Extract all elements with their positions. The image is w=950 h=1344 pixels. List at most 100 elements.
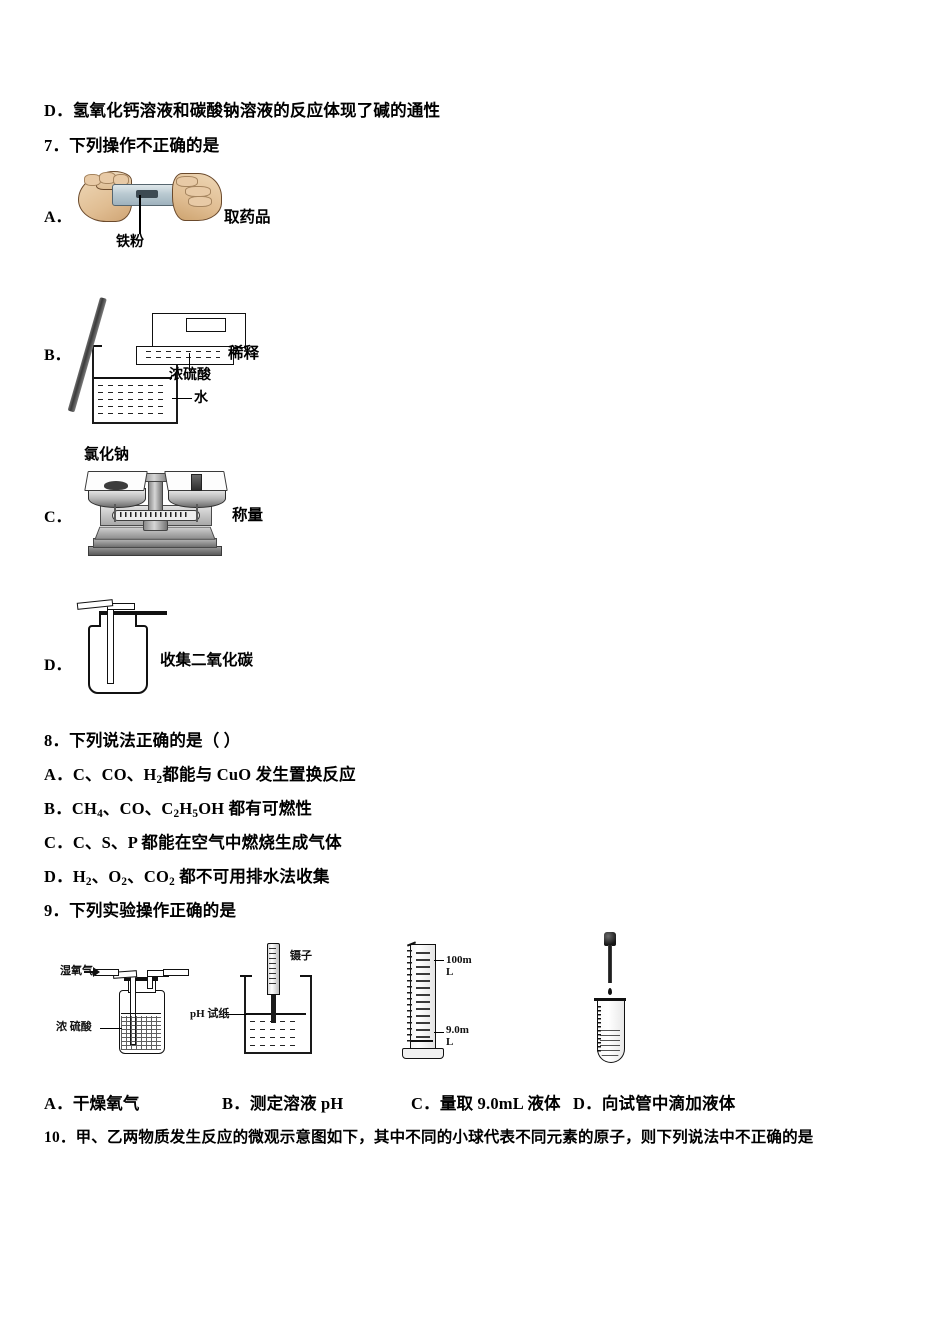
q7-option-d-letter: D． bbox=[44, 657, 72, 674]
water-leader-line bbox=[172, 398, 192, 400]
washing-bottle-liquid bbox=[121, 1016, 161, 1050]
q9-option-a: A．干燥氧气 bbox=[44, 1094, 140, 1114]
water-dash-4 bbox=[98, 406, 164, 407]
q7-option-c-letter: C． bbox=[44, 509, 72, 526]
q9-option-b-letter: B． bbox=[222, 1094, 250, 1113]
acid-stream-dash-2 bbox=[146, 357, 220, 358]
washing-bottle-outlet-horizontal bbox=[163, 969, 189, 976]
graduated-cylinder-scale-marks bbox=[416, 952, 430, 1040]
q7-option-c-caption: 称量 bbox=[232, 507, 264, 524]
tweezers-grip-ticks bbox=[269, 948, 276, 986]
ph-test-paper-label: pH 试纸 bbox=[190, 1008, 230, 1020]
water-dash-1 bbox=[98, 385, 164, 386]
q10-stem: 10．甲、乙两物质发生反应的微观示意图如下，其中不同的小球代表不同元素的原子，则… bbox=[44, 1129, 814, 1146]
cylinder-volume-label: 9.0m L bbox=[446, 1024, 469, 1049]
q7-option-a-caption: 取药品 bbox=[224, 209, 271, 226]
test-tube-rim bbox=[594, 998, 626, 1001]
ph-beaker-liquid-surface bbox=[246, 1013, 306, 1015]
q8-option-a-text: C、CO、H2都能与 CuO 发生置换反应 bbox=[72, 765, 356, 787]
ph-beaker-spout bbox=[300, 975, 312, 977]
cylinder-9ml-leader bbox=[434, 1032, 444, 1034]
q9-option-d-text: 向试管中滴加液体 bbox=[601, 1094, 736, 1113]
balance-pan-rod-left bbox=[114, 504, 116, 522]
gas-inlet-arrow-head bbox=[93, 967, 100, 977]
test-tube-graduation-ticks bbox=[597, 1006, 601, 1054]
iron-powder-label: 铁粉 bbox=[116, 235, 144, 250]
washing-bottle-outlet-vertical bbox=[147, 975, 153, 989]
water-surface-line bbox=[94, 377, 172, 379]
q8-option-d-letter: D． bbox=[44, 867, 73, 886]
graduated-cylinder-liquid-level bbox=[411, 1040, 433, 1042]
gas-inlet-arrow-shaft bbox=[84, 971, 96, 973]
q9-option-c-text: 量取 9.0mL 液体 bbox=[439, 1094, 561, 1113]
test-tube-liquid bbox=[600, 1030, 620, 1060]
liquid-drop bbox=[608, 988, 612, 995]
right-finger-3 bbox=[188, 196, 212, 207]
ph-liquid-dash-3 bbox=[250, 1037, 300, 1038]
q8-option-c-letter: C． bbox=[44, 833, 73, 852]
q9-option-d-letter: D． bbox=[573, 1094, 602, 1113]
beaker-rim-left bbox=[88, 345, 102, 347]
concentrated-sulfuric-acid-label: 浓硫酸 bbox=[169, 368, 211, 383]
sulfuric-acid-leader-line bbox=[100, 1028, 122, 1030]
ph-liquid-dash-4 bbox=[250, 1045, 300, 1046]
gas-collection-bottle bbox=[88, 625, 148, 694]
balance-scale-ticks bbox=[120, 512, 190, 517]
balance-pan-rod-right bbox=[196, 504, 198, 522]
graduated-cylinder-left-ticks bbox=[407, 950, 412, 1046]
water-dash-2 bbox=[98, 392, 164, 393]
dropper-rubber-bulb bbox=[604, 932, 616, 946]
ph-beaker-rim-left bbox=[240, 975, 252, 977]
q9-option-b-text: 测定溶液 pH bbox=[249, 1094, 344, 1113]
water-dash-5 bbox=[98, 413, 164, 414]
q7-option-a-letter: A． bbox=[44, 209, 72, 226]
balance-pan-left bbox=[88, 488, 146, 508]
q9-option-a-letter: A． bbox=[44, 1094, 73, 1113]
acid-bottle-label-panel bbox=[186, 318, 226, 332]
q9-option-c-letter: C． bbox=[411, 1094, 440, 1113]
q6-option-d: D．氢氧化钙溶液和碳酸钠溶液的反应体现了碱的通性 bbox=[44, 101, 441, 120]
ph-test-strip bbox=[271, 990, 276, 1023]
q8-option-d-text: H2、O2、CO2 都不可用排水法收集 bbox=[72, 867, 330, 889]
acid-bottle-neck bbox=[136, 346, 234, 365]
q8-option-c-text: C、S、P 都能在空气中燃烧生成气体 bbox=[72, 833, 342, 852]
q7-option-d-caption: 收集二氧化碳 bbox=[160, 652, 254, 669]
q8-option-b-text: CH4、CO、C2H5OH 都有可燃性 bbox=[71, 799, 313, 821]
iron-powder-in-tube bbox=[136, 190, 158, 198]
bottle-mouth-plate bbox=[99, 611, 167, 615]
q8-option-b-letter: B． bbox=[44, 799, 72, 818]
iron-powder-leader-line bbox=[139, 195, 141, 234]
q8-option-c: C．C、S、P 都能在空气中燃烧生成气体 bbox=[44, 833, 342, 853]
q9-option-d: D．向试管中滴加液体 bbox=[573, 1094, 735, 1114]
graduated-cylinder-foot bbox=[402, 1048, 444, 1059]
cylinder-100ml-leader bbox=[434, 960, 444, 962]
acid-stream-dash-1 bbox=[146, 351, 220, 352]
cylinder-capacity-label: 100m L bbox=[446, 954, 472, 979]
q9-option-b: B．测定溶液 pH bbox=[222, 1094, 343, 1114]
q8-option-b: B．CH4、CO、C2H5OH 都有可燃性 bbox=[44, 799, 312, 822]
water-label: 水 bbox=[194, 391, 208, 406]
delivery-tube-vertical bbox=[107, 607, 114, 684]
ph-strip-leader-line bbox=[225, 1014, 247, 1016]
sodium-chloride-pile bbox=[104, 481, 128, 490]
concentrated-acid-label-q9: 浓 硫酸 bbox=[56, 1021, 92, 1033]
q8-option-d: D．H2、O2、CO2 都不可用排水法收集 bbox=[44, 867, 330, 890]
water-dash-3 bbox=[98, 399, 164, 400]
acid-leader-line bbox=[189, 353, 191, 371]
tweezers-label: 镊子 bbox=[290, 950, 312, 962]
q8-option-a: A．C、CO、H2都能与 CuO 发生置换反应 bbox=[44, 765, 356, 788]
q7-option-b-caption: 稀释 bbox=[228, 345, 260, 362]
q7-stem: 7．下列操作不正确的是 bbox=[44, 136, 220, 155]
q7-option-b-letter: B． bbox=[44, 347, 71, 364]
washing-bottle-stopper bbox=[124, 977, 158, 981]
q8-stem: 8．下列说法正确的是（ ） bbox=[44, 731, 241, 750]
weight-block bbox=[191, 474, 202, 491]
washing-bottle-liquid-surface bbox=[121, 1013, 161, 1015]
q9-stem: 9．下列实验操作正确的是 bbox=[44, 901, 237, 920]
balance-column-foot bbox=[143, 520, 168, 531]
dropper-pipette bbox=[608, 945, 612, 983]
wet-oxygen-label: 湿氧气 bbox=[60, 965, 93, 977]
q9-option-c: C．量取 9.0mL 液体 bbox=[411, 1094, 561, 1114]
gas-bottle-neck bbox=[99, 613, 137, 627]
